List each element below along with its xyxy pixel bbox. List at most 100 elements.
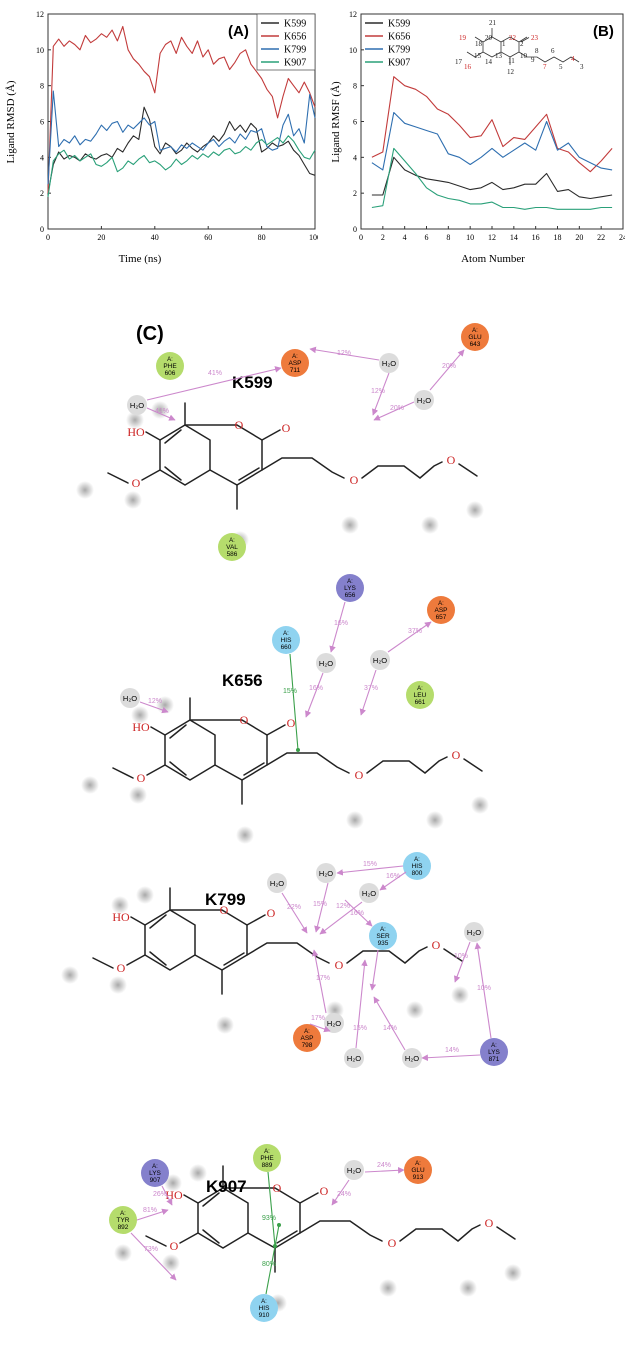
interaction-percent: 20% — [390, 405, 404, 412]
y-tick-label: 8 — [353, 82, 357, 91]
interaction-percent: 26% — [153, 1191, 167, 1198]
solvent-exposure-halo — [124, 491, 142, 509]
pyranone-ring — [184, 424, 263, 486]
y-tick-label: 4 — [40, 153, 44, 162]
x-tick-label: 8 — [446, 233, 450, 242]
residue-name: ASP — [300, 1035, 313, 1042]
atom-label: 8 — [535, 47, 539, 55]
complex-title: K799 — [205, 890, 246, 909]
interaction-percent: 17% — [311, 1015, 325, 1022]
y-tick-label: 12 — [349, 10, 357, 19]
residue-number: 656 — [345, 592, 356, 599]
complex-title: K656 — [222, 671, 263, 690]
hbond-arrow — [161, 1185, 173, 1206]
series-line-K799 — [371, 111, 613, 171]
ligand-structure-inset: 21 20 18 17 15 14 13 1 2 10 11 12 9 8 6 … — [455, 19, 584, 76]
solvent-exposure-halo — [466, 501, 484, 519]
x-tick-label: 6 — [425, 233, 429, 242]
atom-label: 3 — [580, 63, 584, 71]
hbond-arrow — [136, 1208, 169, 1221]
series-line-K907 — [47, 135, 316, 197]
water-label: H₂O — [319, 869, 333, 878]
water-molecule: H₂O — [344, 1160, 364, 1180]
water-circle — [414, 390, 434, 410]
ether-oxygen: O — [432, 938, 441, 952]
hbond-arrow — [355, 959, 368, 1049]
solvent-exposure-halo — [504, 1264, 522, 1282]
water-molecule: H₂O — [379, 353, 399, 373]
y-axis-label: Ligand RMSF (Å) — [330, 81, 342, 163]
interaction-percent: 16% — [386, 873, 400, 880]
water-label: H₂O — [319, 659, 333, 668]
hbond-arrow — [373, 401, 415, 421]
residue-name: ASP — [434, 607, 447, 614]
side-chain — [361, 461, 443, 479]
legend-label: K907 — [284, 58, 306, 69]
interaction-percent: 14% — [383, 1025, 397, 1032]
ring-oxygen: O — [240, 713, 249, 727]
x-tick-label: 16 — [532, 233, 540, 242]
interaction-percent: 93% — [262, 1215, 276, 1222]
series-line-K599 — [371, 156, 613, 200]
ring-oxygen: O — [235, 418, 244, 432]
interaction-percent: 22% — [287, 904, 301, 911]
residue-chain: A: — [380, 927, 386, 933]
water-molecule: H₂O — [402, 1048, 422, 1068]
residue-circle — [109, 1206, 137, 1234]
solvent-exposure-halo — [81, 776, 99, 794]
residue-name: TYR — [117, 1217, 130, 1224]
residue-circle — [406, 681, 434, 709]
ring-oxygen: O — [273, 1181, 282, 1195]
residue-circle — [250, 1294, 278, 1322]
solvent-exposure-halo — [129, 786, 147, 804]
residue-number: 586 — [227, 551, 238, 558]
carbonyl-oxygen: O — [267, 906, 276, 920]
residue-circle — [403, 852, 431, 880]
solvent-exposure-halo — [216, 1016, 234, 1034]
hbond-arrow — [372, 372, 390, 416]
hydroxyl-group: HO — [132, 720, 150, 734]
atom-label: 20 — [485, 34, 493, 42]
x-tick-label: 24 — [619, 233, 625, 242]
benzene-ring — [144, 909, 196, 971]
pi-pi-stacking — [289, 653, 299, 751]
residue-number: 889 — [262, 1162, 273, 1169]
water-molecule: H₂O — [359, 883, 379, 903]
atom-label: 5 — [559, 63, 563, 71]
residue-chain: A: — [438, 601, 444, 607]
atom-label: 11 — [508, 57, 515, 65]
x-tick-label: 100 — [309, 233, 318, 242]
residue-chain: A: — [417, 686, 423, 692]
solvent-exposure-halo — [111, 896, 129, 914]
ring-centroid — [277, 1223, 281, 1227]
carbonyl-oxygen: O — [282, 421, 291, 435]
y-tick-label: 0 — [353, 225, 357, 234]
interaction-percent: 15% — [313, 901, 327, 908]
hbond-arrow — [130, 1232, 177, 1281]
solvent-exposure-halo — [151, 401, 169, 419]
residue-name: LYS — [488, 1049, 500, 1056]
water-circle — [402, 1048, 422, 1068]
methoxy-oxygen: O — [170, 1239, 179, 1253]
solvent-exposure-halo — [346, 811, 364, 829]
hbond-arrow — [319, 901, 363, 935]
residue-circle — [156, 352, 184, 380]
legend-label: K799 — [388, 45, 410, 56]
side-chain — [299, 1220, 383, 1242]
residue-name: GLU — [411, 1167, 425, 1174]
y-tick-label: 2 — [40, 189, 44, 198]
methoxy-oxygen: O — [137, 771, 146, 785]
residue-chain: A: — [167, 357, 173, 363]
x-tick-label: 20 — [97, 233, 105, 242]
